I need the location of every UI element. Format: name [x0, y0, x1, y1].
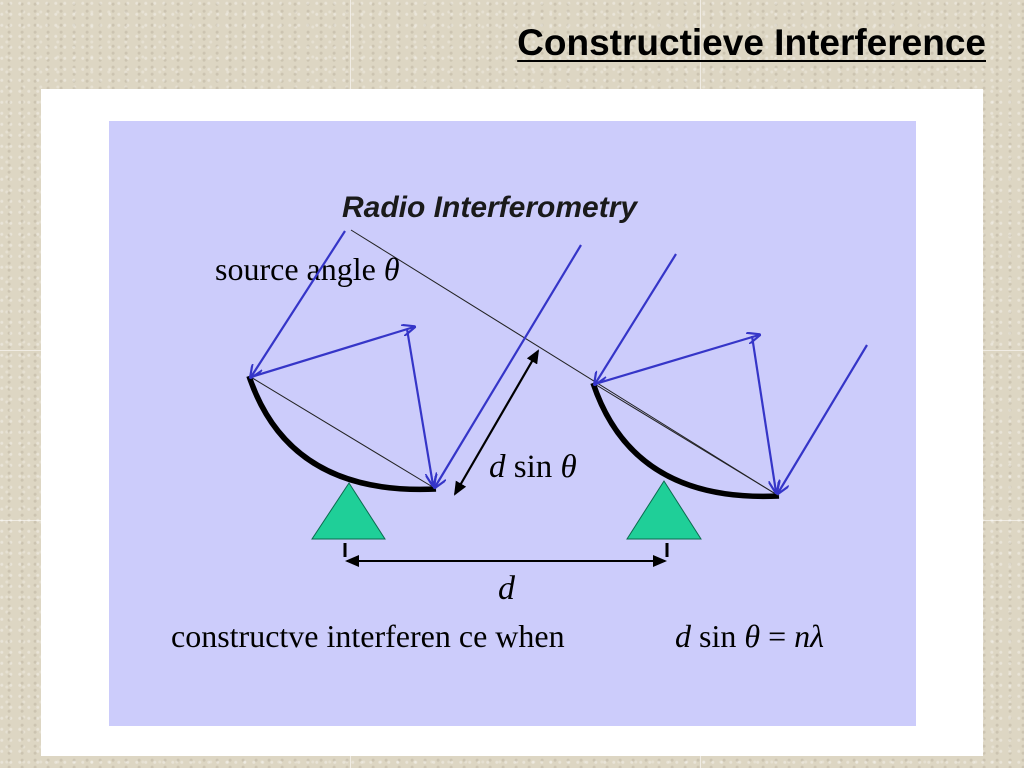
right-dish: [590, 382, 780, 500]
left-reflected-ray: [250, 327, 414, 379]
right-incoming-ray-2: [778, 344, 868, 493]
left-incoming-ray-1: [251, 230, 346, 377]
interferometry-diagram: Radio Interferometry source angle θ: [171, 191, 868, 654]
constructive-condition-text: constructve interferen ce when: [171, 618, 565, 654]
path-difference-arrow: [453, 349, 540, 496]
slide-title: Constructieve Interference: [517, 22, 986, 63]
right-reflected-ray: [594, 335, 759, 386]
left-dish-chord: [248, 375, 437, 490]
right-focus-ray: [750, 335, 776, 492]
diagram-panel: Radio Interferometry source angle θ: [109, 121, 916, 726]
right-incoming-ray-1: [595, 253, 677, 384]
source-angle-label: source angle θ: [215, 251, 400, 287]
left-antenna-base: [311, 482, 386, 540]
right-antenna: [590, 253, 868, 557]
baseline-label: d: [498, 570, 516, 607]
diagram-heading: Radio Interferometry: [342, 191, 638, 224]
right-dish-chord: [592, 382, 780, 497]
right-antenna-base: [626, 480, 702, 540]
wavefront-line: [350, 229, 775, 494]
left-focus-ray: [405, 328, 433, 485]
left-dish: [246, 375, 437, 493]
constructive-condition-equation: d sin θ = nλ: [675, 618, 824, 654]
path-difference-label: d sin θ: [489, 449, 577, 485]
